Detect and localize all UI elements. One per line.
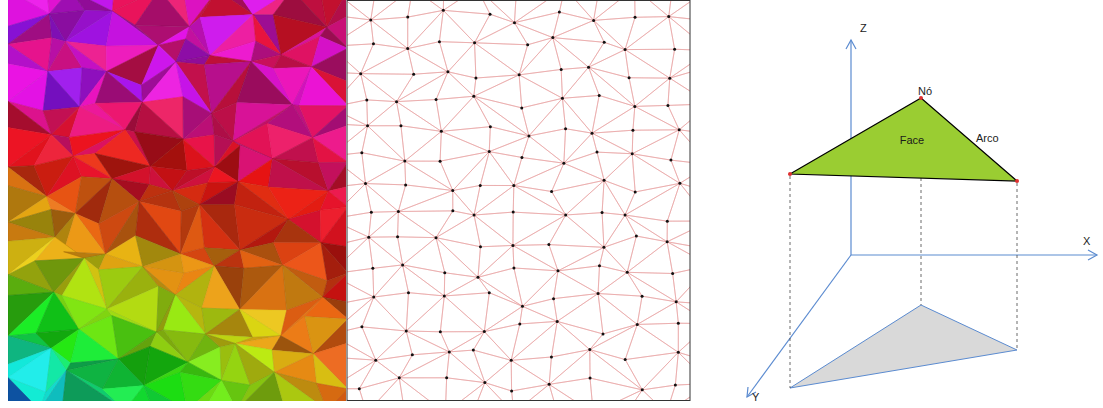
axis-label: Y <box>752 391 759 403</box>
axes <box>747 40 1097 397</box>
axis-label: X <box>1083 235 1090 247</box>
face-label: Face <box>900 134 924 146</box>
arc-label: Arco <box>976 132 999 144</box>
tin-mesh <box>347 0 690 401</box>
projected-triangle <box>790 305 1017 388</box>
node-label: Nó <box>918 85 932 97</box>
axis-label: Z <box>860 22 867 34</box>
projection-lines <box>790 100 1017 388</box>
tin-colored <box>8 0 346 401</box>
panel-border <box>347 1 690 401</box>
